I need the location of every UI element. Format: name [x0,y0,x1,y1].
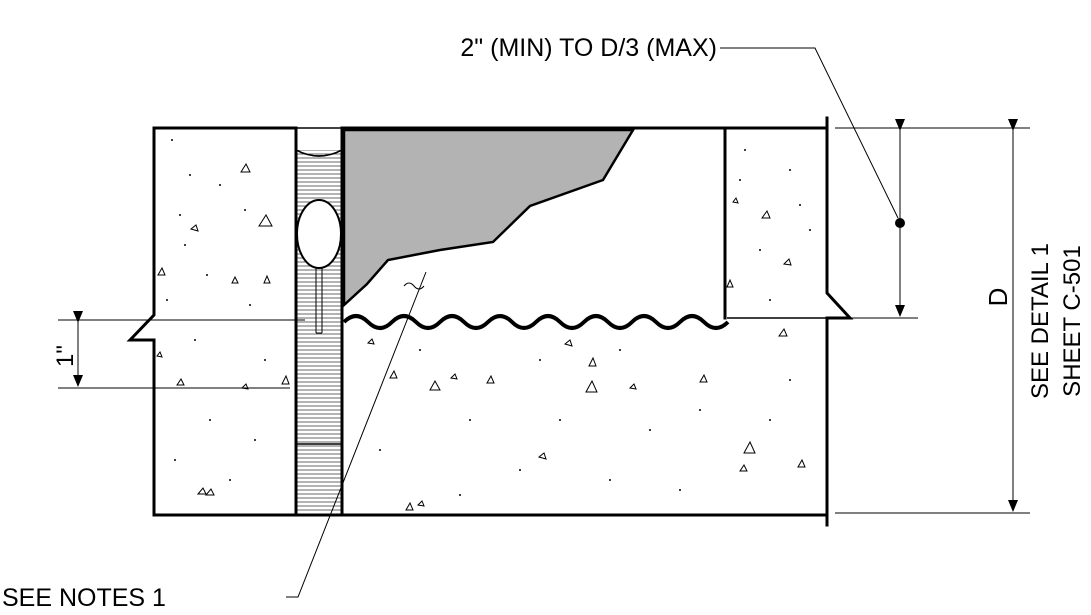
sealant-curve [295,149,343,157]
top-callout-label: 2" (MIN) TO D/3 (MAX) [460,34,717,62]
left-slab-outline [126,126,156,517]
existing-surface-fill [342,128,636,308]
dim-1in-label: 1" [52,345,79,367]
ref-sheet-label: SHEET C-501 [1059,245,1086,397]
leader-dot [895,218,905,228]
bottom-callout-label: SEE NOTES 1 [2,584,166,612]
roughened-interface [342,314,730,330]
ref-detail-label: SEE DETAIL 1 [1027,243,1054,399]
top-callout-leader [720,47,899,219]
tilde-mark [403,282,425,290]
bottom-callout-leader [286,271,427,598]
backer-rod [296,199,342,269]
far-right-slab-outline [825,116,854,527]
aggregate-marks [156,162,806,511]
dim-d-label: D [983,288,1013,307]
stipple-dots [166,139,811,496]
